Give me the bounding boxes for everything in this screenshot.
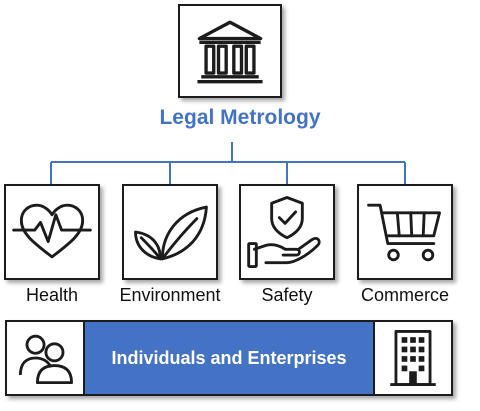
category-label-health: Health (25, 285, 79, 305)
category-box-safety (239, 184, 335, 280)
diagram-title: Legal Metrology (159, 106, 321, 129)
individuals-enterprises-banner: Individuals and Enterprises (5, 320, 453, 396)
category-box-health (4, 184, 100, 280)
category-box-environment (122, 184, 218, 280)
category-label-safety: Safety (261, 285, 313, 305)
legal-metrology-icon-box (178, 4, 282, 98)
shopping-cart-icon (367, 203, 441, 262)
building-icon-box (373, 322, 451, 394)
category-label-commerce: Commerce (360, 285, 449, 305)
people-icon (18, 334, 73, 385)
shield-hand-icon (247, 196, 321, 268)
category-box-commerce (357, 184, 453, 280)
building-icon (390, 330, 436, 386)
leaf-icon (134, 205, 208, 261)
category-label-environment: Environment (119, 285, 221, 305)
heart-pulse-icon (12, 203, 92, 259)
banner-label: Individuals and Enterprises (85, 322, 373, 394)
people-icon-box (7, 322, 85, 394)
institution-building-icon (197, 20, 263, 84)
